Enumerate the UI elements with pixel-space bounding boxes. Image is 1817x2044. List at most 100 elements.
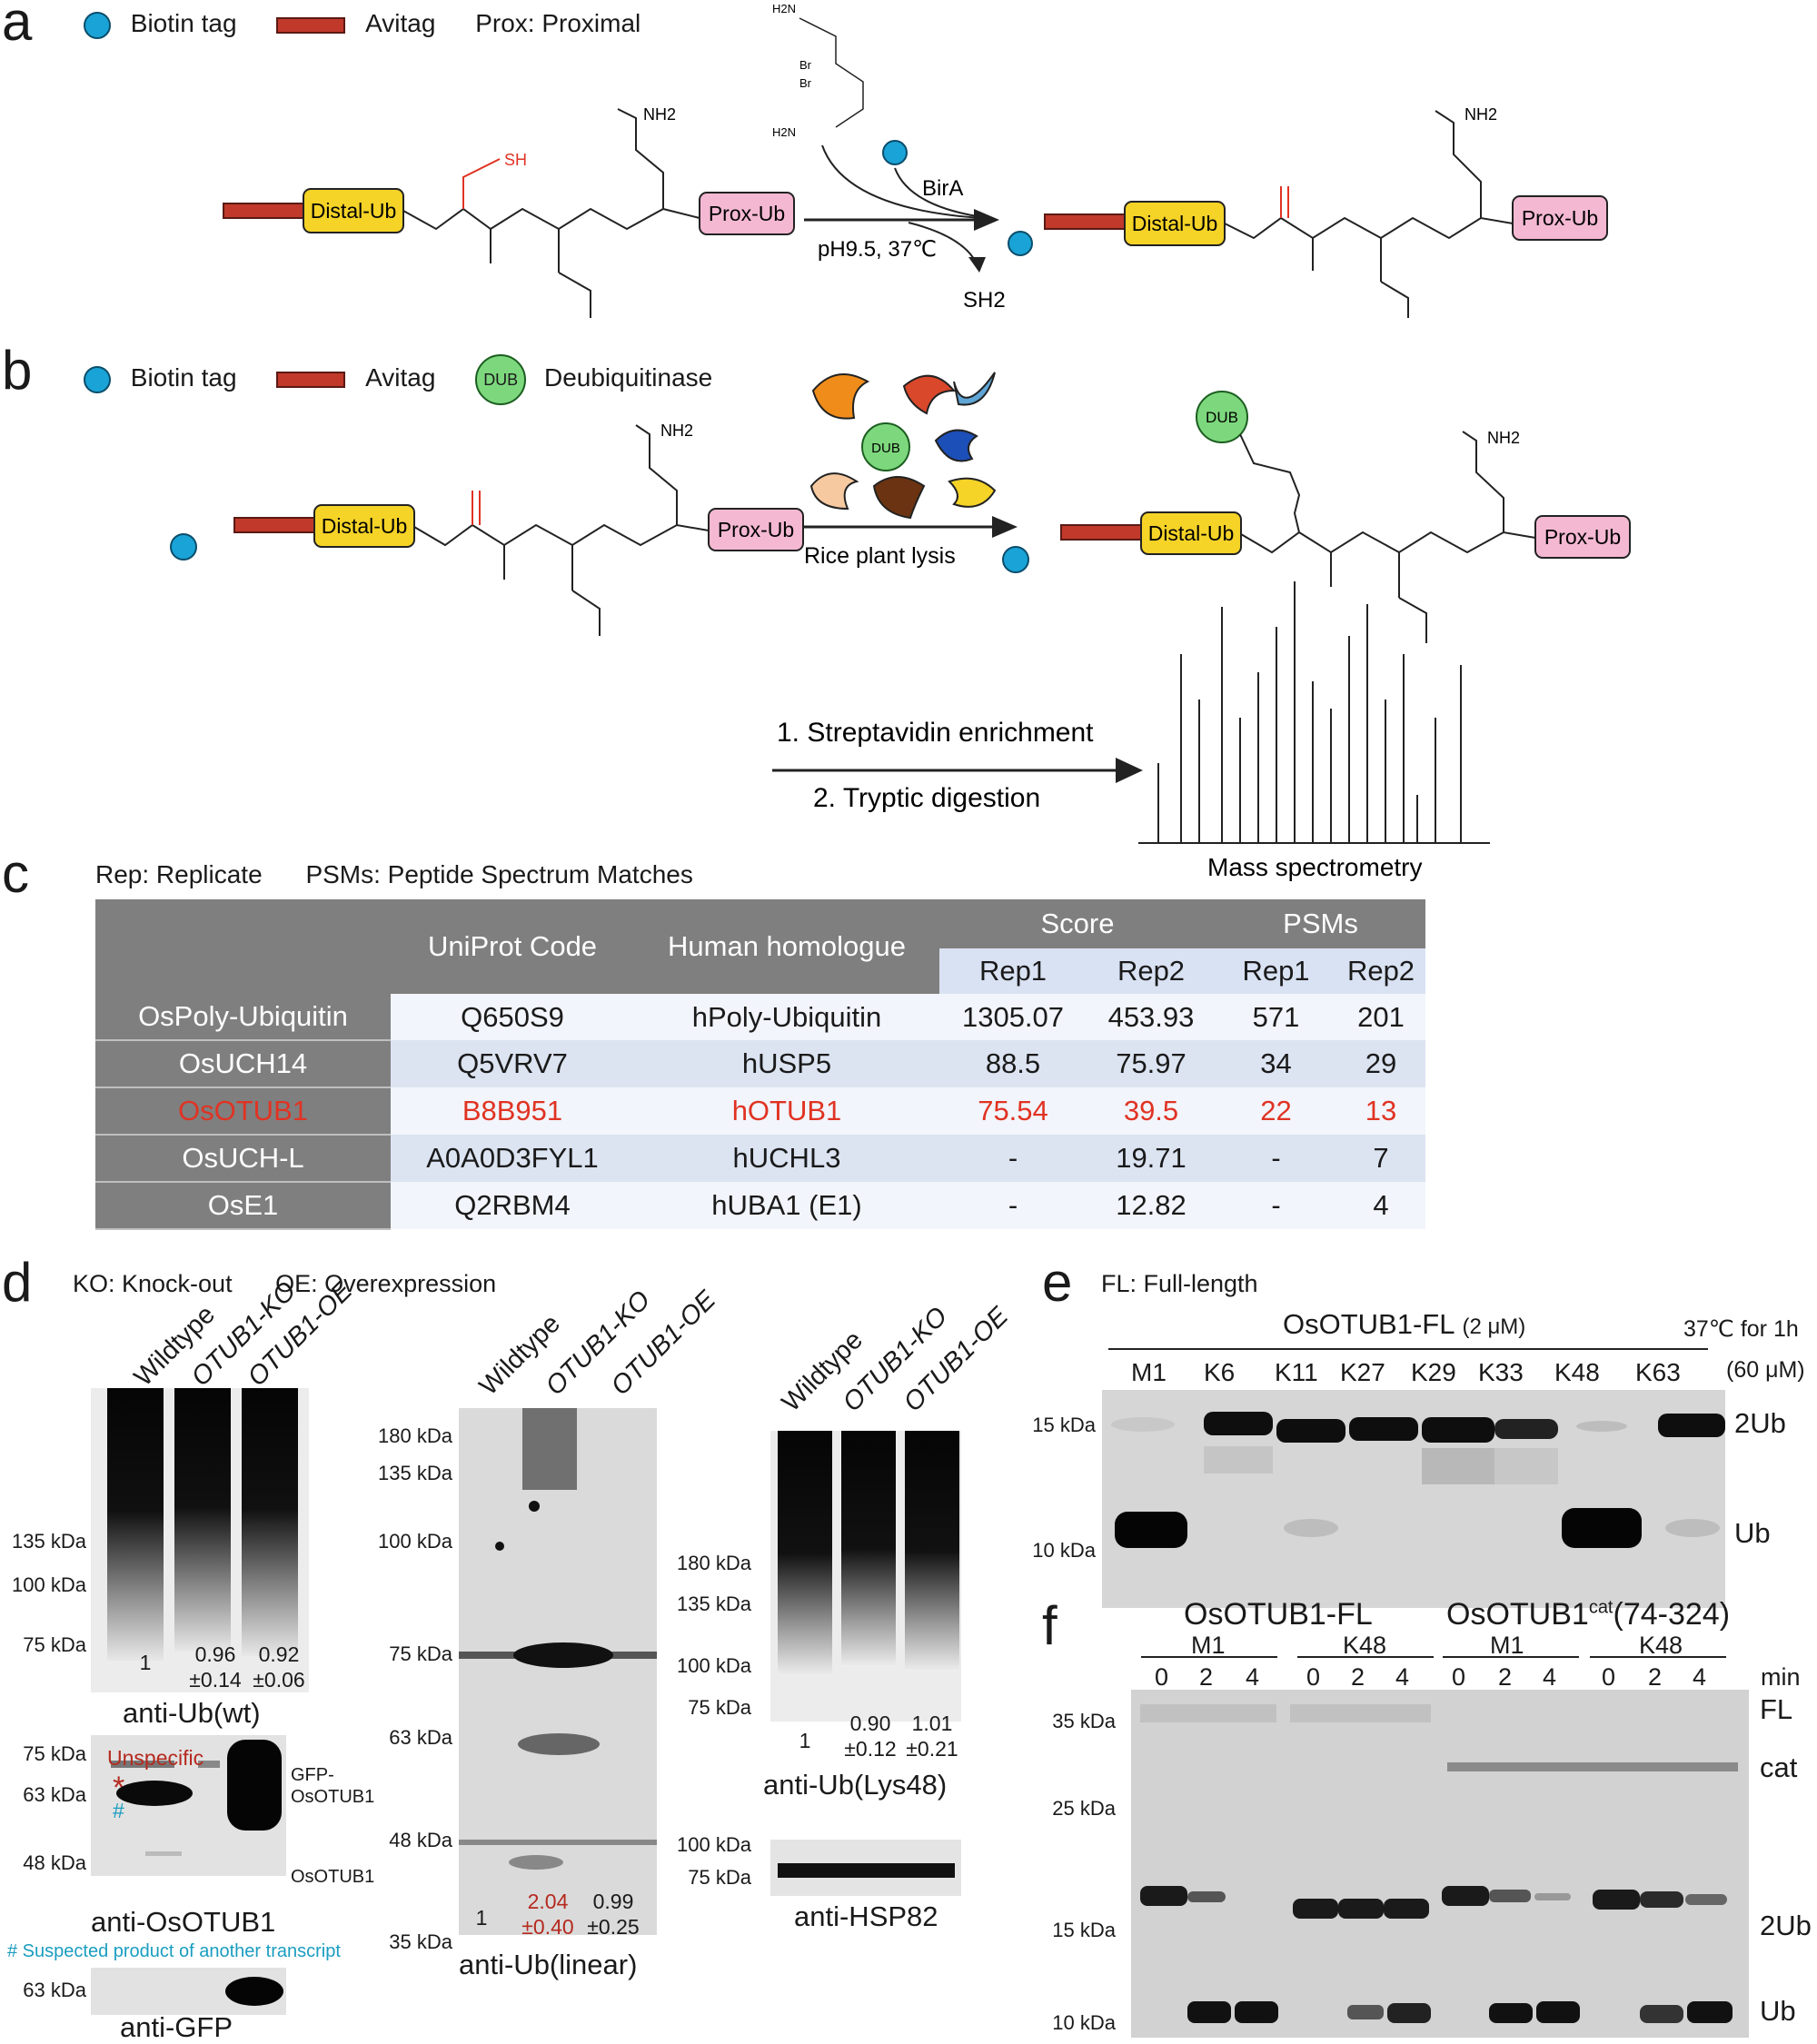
legend-rep: Rep: Replicate — [95, 860, 263, 888]
mw-label: 180 kDa — [677, 1552, 751, 1574]
reagent-h2n-1: H2N — [772, 2, 796, 15]
row-code: B8B951 — [462, 1095, 563, 1126]
distal-ub-label-b1: Distal-Ub — [322, 514, 408, 538]
panel-e-legend: FL: Full-length — [1101, 1270, 1258, 1297]
thiol-label: SH — [504, 151, 527, 169]
amide-label-b1: NH2 — [660, 422, 693, 440]
blot-anti-hsp82 — [770, 1840, 961, 1896]
panel-a-legend: Biotin tag Avitag Prox: Proximal — [84, 9, 640, 39]
lane-label: K29 — [1411, 1358, 1456, 1386]
quant-value: 1 — [139, 1651, 152, 1674]
panel-c-legend: Rep: Replicate PSMs: Peptide Spectrum Ma… — [95, 860, 693, 889]
blot-caption: anti-Ub(Lys48) — [763, 1769, 948, 1801]
band-label-fl: FL — [1760, 1693, 1793, 1725]
time-label: 4 — [1395, 1663, 1410, 1691]
step2-label: 2. Tryptic digestion — [813, 783, 1040, 813]
table-row: OsPoly-Ubiquitin Q650S9 hPoly-Ubiquitin … — [95, 994, 1425, 1041]
legend-oe: OE: Overexpression — [275, 1270, 497, 1297]
mw-label: 48 kDa — [389, 1829, 452, 1851]
row-code: Q5VRV7 — [457, 1047, 568, 1079]
legend-dub-label: Deubiquitinase — [543, 363, 713, 392]
dub-label-bound: DUB — [1206, 409, 1238, 426]
quant-value: 1 — [799, 1729, 811, 1752]
lane-label: K6 — [1204, 1358, 1236, 1386]
mw-label: 10 kDa — [1052, 2011, 1116, 2034]
row-score1: - — [1008, 1189, 1018, 1221]
header-homologue: Human homologue — [634, 899, 939, 994]
mw-label: 100 kDa — [677, 1654, 751, 1677]
header-psms: PSMs — [1216, 899, 1425, 948]
quant-value: 0.96±0.14 — [189, 1642, 242, 1692]
blot-anti-gfp — [91, 1968, 286, 2015]
band-label: GFP-OsOTUB1 — [291, 1765, 375, 1807]
row-score2: 453.93 — [1107, 1000, 1195, 1033]
row-score1: 1305.07 — [961, 1000, 1065, 1033]
row-homolog: hOTUB1 — [731, 1095, 842, 1126]
blot-caption: anti-Ub(linear) — [459, 1949, 638, 1980]
band-label: OsOTUB1 — [291, 1867, 375, 1887]
row-protein: OsE1 — [95, 1182, 391, 1230]
row-score2: 12.82 — [1116, 1189, 1187, 1221]
row-protein: OsUCH-L — [95, 1135, 391, 1183]
transcript-note: # Suspected product of another transcrip… — [7, 1941, 341, 1961]
row-psm2: 4 — [1373, 1189, 1389, 1221]
time-label: 2 — [1199, 1663, 1214, 1691]
row-score2: 75.97 — [1116, 1047, 1187, 1079]
mw-label: 75 kDa — [389, 1642, 452, 1665]
gel-title: OsOTUB1-FL(2 μM) — [1283, 1308, 1526, 1340]
avitag-icon — [276, 372, 346, 388]
row-psm1: - — [1271, 1142, 1281, 1174]
row-psm1: 571 — [1252, 1000, 1300, 1033]
reagent-br-2: Br — [799, 76, 812, 90]
row-score1: - — [1008, 1142, 1018, 1174]
mw-label: 25 kDa — [1052, 1797, 1116, 1820]
time-label: 4 — [1543, 1663, 1557, 1691]
blot-caption: anti-Ub(wt) — [123, 1697, 261, 1729]
reaction-condition: pH9.5, 37℃ — [818, 237, 937, 262]
quant-value: 0.99±0.25 — [587, 1890, 640, 1939]
quant-value: 0.92±0.06 — [253, 1642, 305, 1692]
mw-label: 35 kDa — [1052, 1710, 1116, 1732]
mw-label: 15 kDa — [1052, 1919, 1116, 1941]
gel-condition: 37℃ for 1h — [1683, 1316, 1799, 1342]
panel-label-c: c — [2, 843, 29, 904]
row-psm2: 29 — [1365, 1047, 1397, 1079]
row-score1: 88.5 — [985, 1047, 1041, 1079]
group-rule — [1443, 1656, 1579, 1658]
band-label-cat: cat — [1760, 1751, 1798, 1783]
quant-value: 1 — [475, 1906, 488, 1930]
blot-anti-ub-linear — [459, 1408, 657, 1935]
table-row: OsE1 Q2RBM4 hUBA1 (E1) - 12.82 - 4 — [95, 1182, 1425, 1230]
quant-value: 1.01±0.21 — [906, 1712, 958, 1761]
gel-f-title-fl: OsOTUB1-FL — [1184, 1597, 1373, 1632]
gel-panel-f — [1131, 1690, 1749, 2038]
time-label: 2 — [1498, 1663, 1513, 1691]
legend-avitag-label: Avitag — [365, 363, 436, 392]
avitag-icon — [276, 16, 346, 34]
mw-label: 75 kDa — [23, 1633, 86, 1656]
mw-label: 63 kDa — [23, 1979, 86, 2001]
mw-label: 135 kDa — [378, 1462, 452, 1484]
panel-label-d: d — [2, 1252, 33, 1313]
legend-ko: KO: Knock-out — [73, 1270, 233, 1297]
blot-caption: anti-GFP — [120, 2011, 233, 2043]
mw-label: 135 kDa — [677, 1593, 751, 1615]
row-homolog: hUCHL3 — [732, 1142, 841, 1174]
group-label: K48 — [1639, 1632, 1683, 1659]
deubiquitinase-icon: DUB — [475, 354, 527, 405]
time-label: 0 — [1602, 1663, 1616, 1691]
gel-title-rule — [1108, 1348, 1708, 1350]
row-psm1: 22 — [1260, 1095, 1292, 1126]
mw-label: 75 kDa — [23, 1742, 86, 1765]
row-protein: OsUCH14 — [95, 1040, 391, 1088]
unspecific-label: Unspecific — [107, 1746, 204, 1770]
identification-table: UniProt Code Human homologue Score PSMs … — [95, 899, 1425, 1230]
row-code: A0A0D3FYL1 — [426, 1142, 599, 1174]
time-unit: min — [1761, 1663, 1801, 1691]
mw-label: 100 kDa — [12, 1573, 86, 1596]
header-psm-rep2: Rep2 — [1336, 948, 1425, 994]
row-code: Q650S9 — [461, 1000, 564, 1033]
band-label-ub: Ub — [1760, 1995, 1796, 2027]
header-score: Score — [939, 899, 1216, 948]
mw-label: 63 kDa — [389, 1726, 452, 1749]
